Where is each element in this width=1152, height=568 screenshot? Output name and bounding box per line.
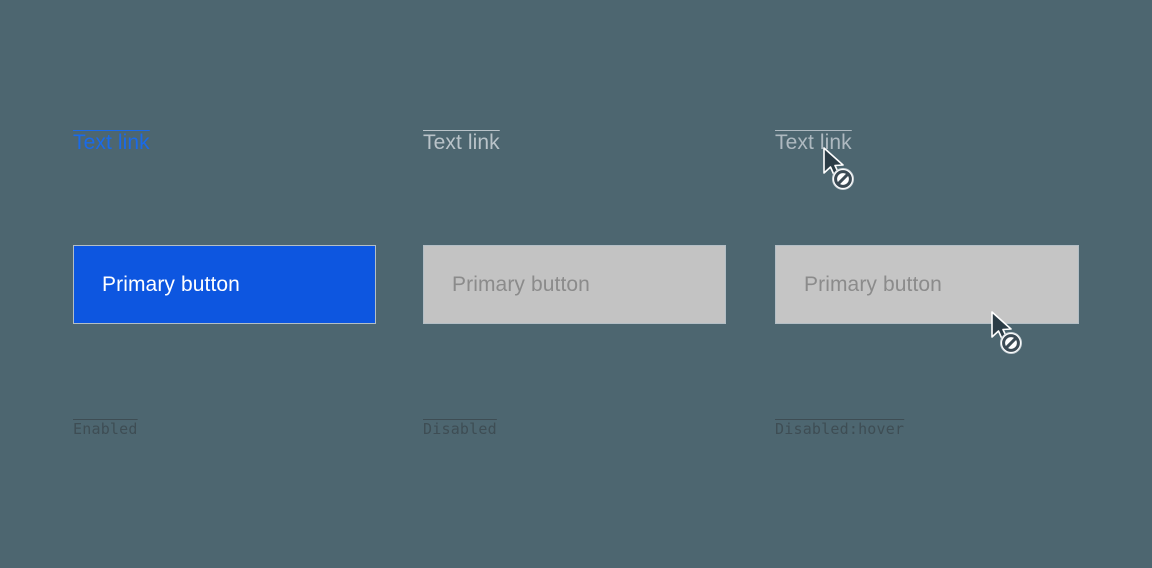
caption-disabled-hover: Disabled:hover — [775, 420, 905, 438]
state-column-disabled-hover: Text link Primary button Disabled:hover — [775, 0, 1095, 568]
primary-button-enabled[interactable]: Primary button — [73, 245, 376, 324]
caption-enabled: Enabled — [73, 420, 138, 438]
state-column-enabled: Text link Primary button Enabled — [73, 0, 393, 568]
state-column-disabled: Text link Primary button Disabled — [423, 0, 743, 568]
text-link-enabled[interactable]: Text link — [73, 131, 150, 154]
primary-button-disabled: Primary button — [423, 245, 726, 324]
text-link-disabled: Text link — [423, 131, 500, 154]
text-link-disabled-hover: Text link — [775, 131, 852, 154]
primary-button-disabled-hover: Primary button — [775, 245, 1079, 324]
caption-disabled: Disabled — [423, 420, 497, 438]
